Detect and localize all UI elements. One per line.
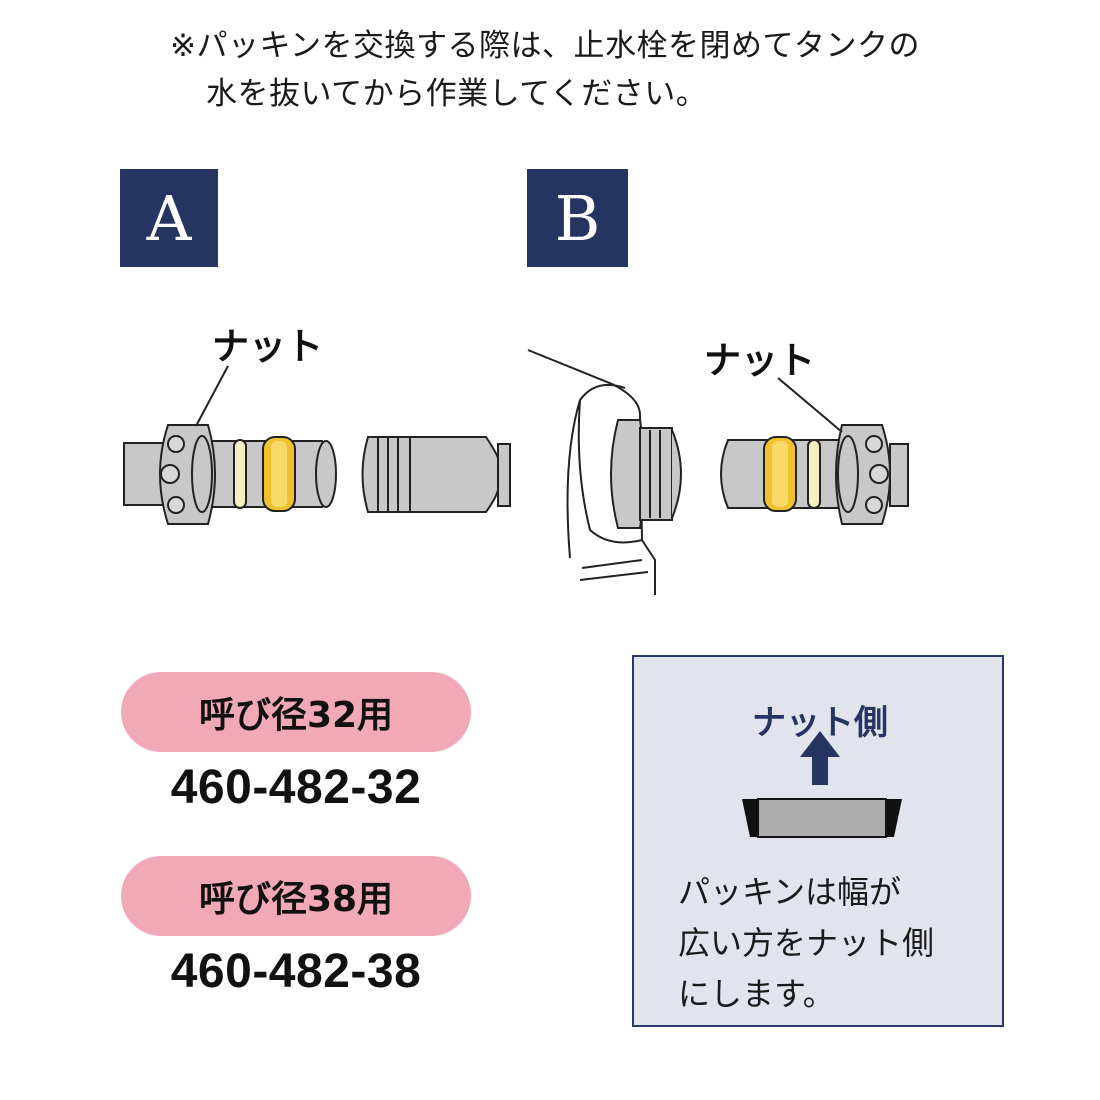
packing-orientation-box: ナット側 パッキンは幅が 広い方をナット側 にします。 (632, 655, 1004, 1027)
packing-cross-section (742, 798, 902, 838)
packing-instruction-line-3: にします。 (678, 975, 835, 1013)
product-code-32: 460-482-32 (170, 761, 422, 814)
packing-instruction-line-2: 広い方をナット側 (678, 924, 935, 962)
diagram-b-cream-ring (807, 439, 821, 509)
up-arrow-icon (800, 731, 840, 785)
notice-line-1: ※パッキンを交換する際は、止水栓を閉めてタンクの (170, 28, 921, 64)
diagram-b-drawing (527, 349, 909, 595)
diagram-a-drawing (123, 365, 511, 525)
size-32-badge: 呼び径32用 (121, 672, 471, 752)
diagram-a-pipe-end-face (315, 440, 337, 508)
packing-orientation-drawing (742, 731, 902, 838)
diagram-a-threaded-fitting (361, 436, 411, 513)
diagram-b-nut-label: ナット (704, 339, 815, 382)
connection-diagrams (123, 349, 909, 595)
diagram-a-leader-line (195, 365, 229, 427)
product-code-38: 460-482-38 (170, 945, 422, 998)
diagram-a-label: A (120, 169, 218, 267)
diagram-b-leader-line (777, 377, 843, 433)
diagram-b-label: B (527, 169, 628, 267)
diagram-b-right-pipe (889, 443, 909, 507)
diagram-a-cream-ring (233, 439, 247, 509)
notice-line-2: 水を抜いてから作業してください。 (206, 76, 708, 112)
packing-instruction: パッキンは幅が 広い方をナット側 にします。 (678, 867, 998, 1020)
packing-instruction-line-1: パッキンは幅が (678, 873, 902, 911)
diagram-a-nut-label: ナット (212, 325, 323, 368)
diagram-a-right-pipe (497, 443, 511, 507)
size-38-badge: 呼び径38用 (121, 856, 471, 936)
notice-text: ※パッキンを交換する際は、止水栓を閉めてタンクの 水を抜いてから作業してください… (170, 22, 970, 118)
